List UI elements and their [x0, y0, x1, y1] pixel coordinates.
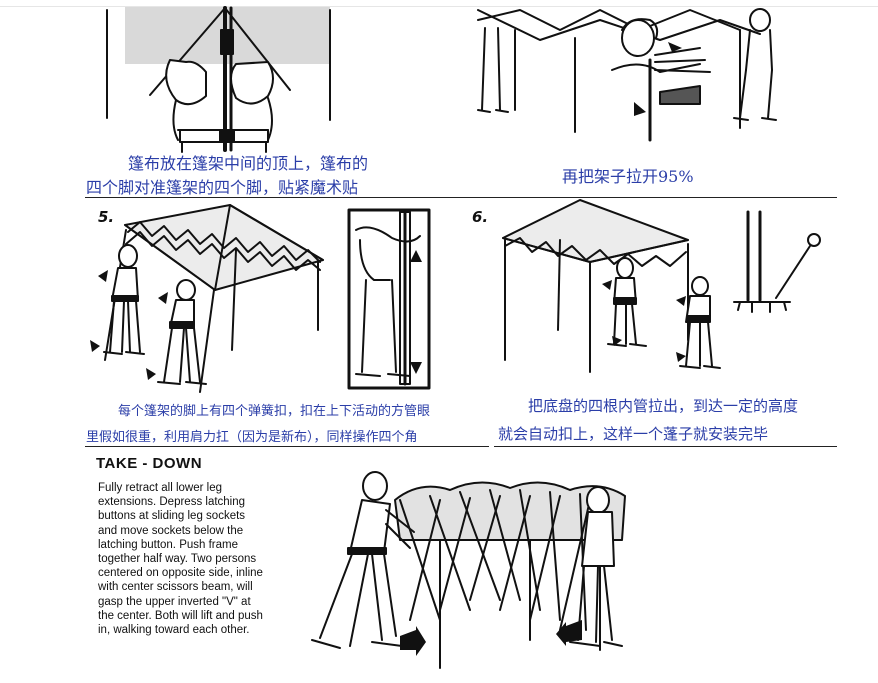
takedown-heading: TAKE - DOWN	[96, 455, 203, 472]
caption-step6-line1: 把底盘的四根内管拉出，到达一定的高度	[528, 397, 799, 415]
illustration-pull-frame	[477, 8, 777, 142]
illustration-takedown	[311, 471, 626, 669]
divider-middle-right	[494, 446, 837, 447]
divider-middle-left	[85, 446, 489, 447]
top-border	[0, 6, 878, 7]
step-5-label: 5.	[98, 208, 115, 226]
caption-cover-line1: 篷布放在篷架中间的顶上，篷布的	[128, 154, 369, 173]
caption-cover-line2: 四个脚对准篷架的四个脚，贴紧魔术贴	[86, 178, 359, 197]
illustration-step6	[502, 199, 821, 373]
caption-pull-open: 再把架子拉开95%	[562, 167, 694, 186]
takedown-instructions: Fully retract all lower leg extensions. …	[98, 482, 263, 637]
illustration-step5-inset	[347, 208, 431, 390]
caption-step6-line2: 就会自动扣上，这样一个蓬子就安装完毕	[498, 425, 769, 443]
divider-top	[85, 197, 837, 198]
step-6-label: 6.	[472, 208, 489, 226]
illustration-step5	[90, 204, 324, 393]
caption-step5-line2: 里假如很重，利用肩力扛（因为是新布），同样操作四个角	[86, 430, 418, 445]
illustration-cover-placement	[106, 6, 331, 153]
caption-step5-line1: 每个篷架的脚上有四个弹簧扣，扣在上下活动的方管眼	[118, 404, 431, 419]
